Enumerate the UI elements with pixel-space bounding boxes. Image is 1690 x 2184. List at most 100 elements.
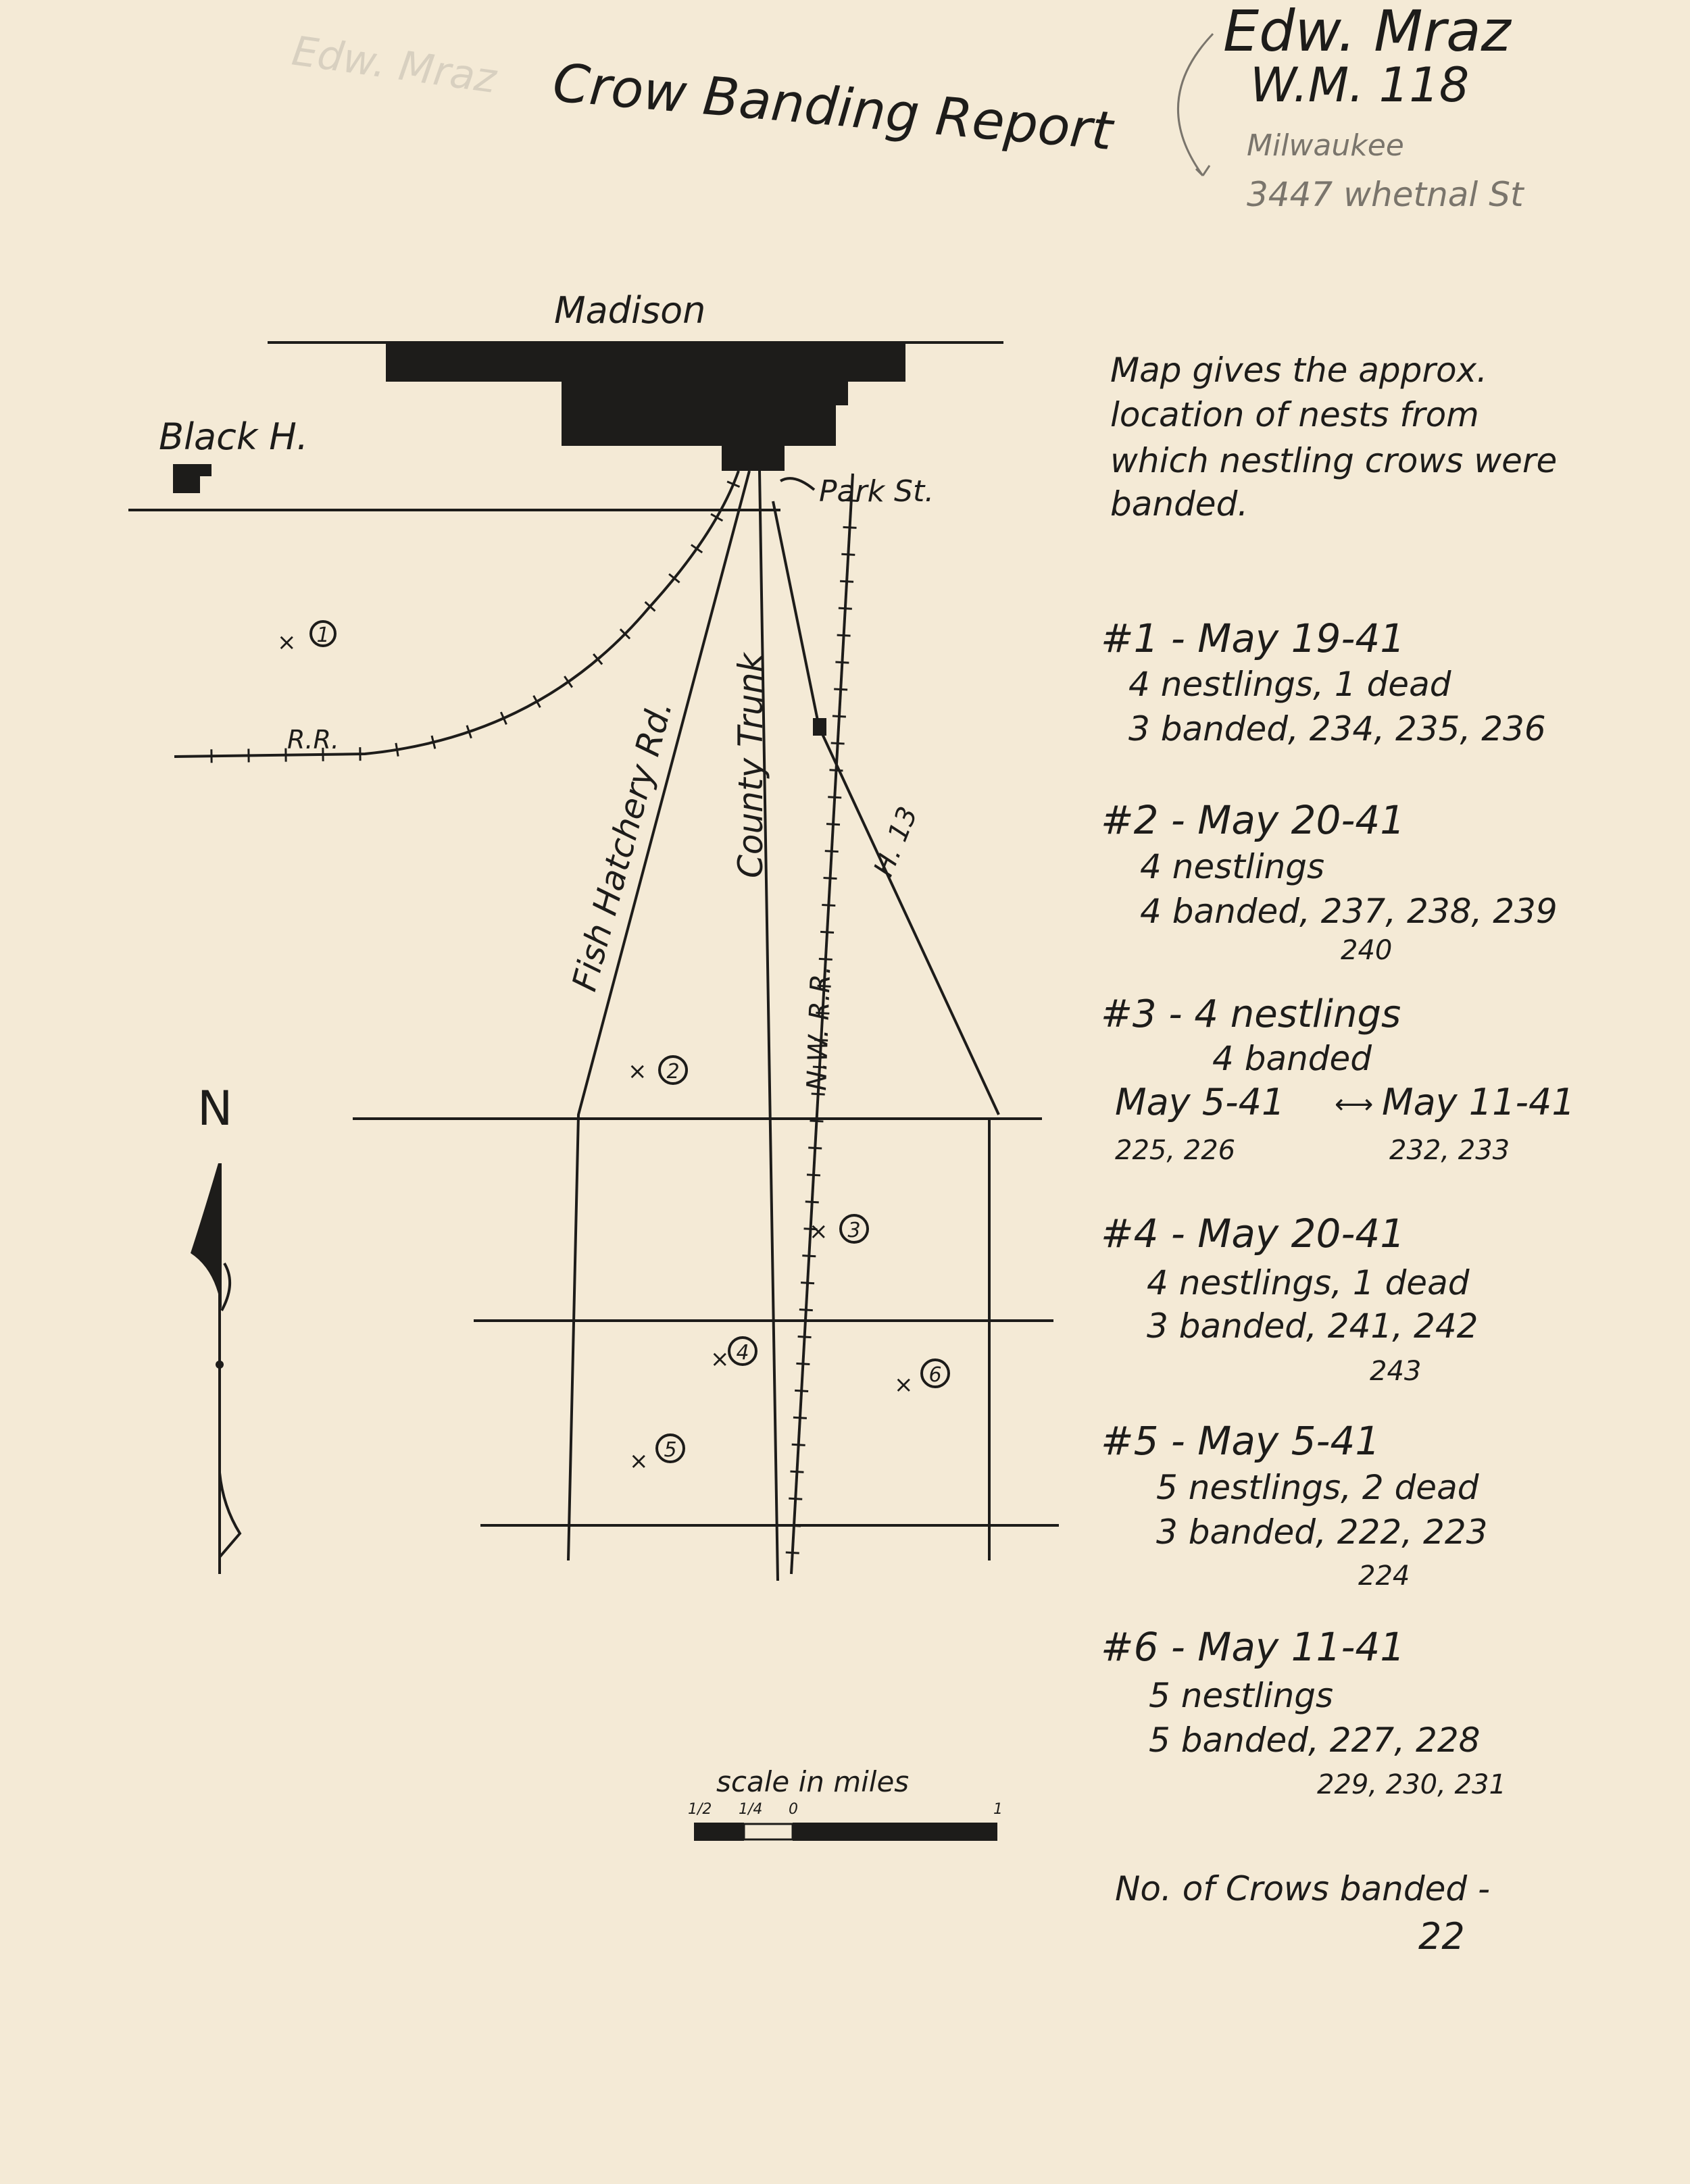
intro-line: which nestling crows were [1110,441,1557,480]
railroad-tick [793,1416,807,1419]
north-arrow-icon [191,1163,242,1574]
scale-title: scale in miles [716,1765,909,1798]
date-range-arrow-icon: ⟷ [1335,1089,1373,1120]
entry-line: 243 [1370,1356,1421,1387]
notes: Map gives the approx. location of nests … [1101,351,1575,1958]
railroad-tick [499,711,507,725]
nest-number: 2 [666,1060,679,1084]
entry-1-head: #1 - May 19-41 [1101,615,1405,661]
railroad-tick [726,480,741,488]
railroad-tick [843,526,857,529]
intro-line: banded. [1110,484,1248,524]
railroad-tick [564,676,574,688]
railroad-tick [826,823,841,826]
park-st-pointer [779,477,816,491]
entry-line: 4 banded [1212,1039,1372,1078]
railroad-tick [838,607,852,610]
entry-line: 3 banded, 234, 235, 236 [1128,709,1546,748]
nest-1: ×1 [277,620,337,656]
author-city: Milwaukee [1247,128,1404,163]
svg-text:×: × [894,1371,914,1398]
entry-line: 5 banded, 227, 228 [1149,1721,1480,1760]
railroad-tick [791,1443,805,1446]
nest-6: ×6 [894,1358,950,1398]
entry-line: May 5-41 [1115,1081,1285,1123]
nest-5: ×5 [629,1433,685,1475]
entry-line: 225, 226 [1115,1135,1235,1166]
park-st-label: Park St. [819,474,934,509]
total-label: No. of Crows banded - [1115,1869,1490,1908]
entry-line: 240 [1341,935,1392,966]
highway-13-label: H. 13 [868,803,924,881]
railroad-tick [710,513,724,522]
author-name: Edw. Mraz [1223,0,1512,64]
entry-5-head: #5 - May 5-41 [1101,1418,1380,1464]
scale-tick: 1/4 [739,1801,762,1818]
scale-tick: 0 [789,1801,798,1818]
black-h-town-block [173,464,212,493]
nw-rr-label: N.W. R.R. [801,965,837,1091]
railroad-tick [797,1335,812,1339]
railroad-tick [790,1470,804,1473]
railroad-tick [823,877,837,880]
entry-line: 232, 233 [1389,1135,1510,1166]
nest-number: 4 [736,1341,749,1365]
crossing-marker [813,718,826,736]
scale-bar: scale in miles 1/2 1/4 0 1 [688,1765,1003,1841]
railroad-tick [828,796,842,799]
entry-line: 229, 230, 231 [1317,1769,1506,1800]
railroad-line [174,470,740,758]
county-trunk-label: County Trunk [731,651,770,878]
railroad-tick [619,628,631,640]
entry-2-head: #2 - May 20-41 [1101,797,1405,843]
faint-pencil-note: Edw. Mraz [289,28,500,103]
railroad-tick [835,661,849,664]
scale-tick: 1/2 [688,1801,712,1818]
railroad-tick [795,1389,809,1392]
nest-4: ×4 [710,1336,757,1373]
railroad-tick [801,1281,815,1285]
railroad-tick [840,580,854,583]
intro-line: location of nests from [1110,395,1479,434]
railroad-tick [841,553,855,556]
railroad-tick [668,573,680,584]
nest-number: 5 [664,1438,676,1462]
railroad-tick [785,1551,799,1554]
scale-tick: 1 [993,1801,1003,1818]
entry-line: 4 banded, 237, 238, 239 [1140,892,1558,931]
entry-line: 5 nestlings, 2 dead [1156,1468,1479,1507]
svg-text:×: × [628,1058,647,1085]
railroad-tick [796,1362,810,1366]
railroad-tick [532,695,541,708]
railroad-tick [832,715,846,718]
madison-label: Madison [554,289,705,332]
entry-line: 224 [1358,1560,1410,1592]
intro-line: Map gives the approx. [1110,351,1487,390]
svg-text:×: × [629,1448,649,1475]
railroad-tick [395,742,399,757]
railroad-tick [691,544,703,554]
map: Madison Black H. Park St. R.R. Fish Hatc… [128,289,1059,1841]
svg-text:×: × [277,629,297,656]
entry-line: May 11-41 [1382,1081,1575,1123]
railroad-tick [834,688,848,691]
arrow-icon [1176,32,1214,177]
entry-3-head: #3 - 4 nestlings [1101,992,1401,1036]
total-value: 22 [1418,1915,1465,1958]
entry-4-head: #4 - May 20-41 [1101,1211,1405,1256]
north-label: N [197,1081,232,1136]
black-h-label: Black H. [159,415,308,458]
entry-line: 4 nestlings [1140,847,1324,886]
fish-hatchery-road [567,470,751,1561]
entry-line: 4 nestlings, 1 dead [1147,1263,1470,1302]
entry-line: 3 banded, 222, 223 [1156,1513,1487,1552]
railroad-tick [593,653,603,665]
entry-line: 3 banded, 241, 242 [1147,1306,1478,1346]
railroad-tick [830,742,845,745]
railroad-ticks [210,480,858,1554]
railroad-tick [799,1309,813,1312]
railroad-tick [824,850,839,853]
svg-text:×: × [710,1346,730,1373]
svg-text:×: × [809,1218,828,1245]
railroad-tick [829,769,843,772]
